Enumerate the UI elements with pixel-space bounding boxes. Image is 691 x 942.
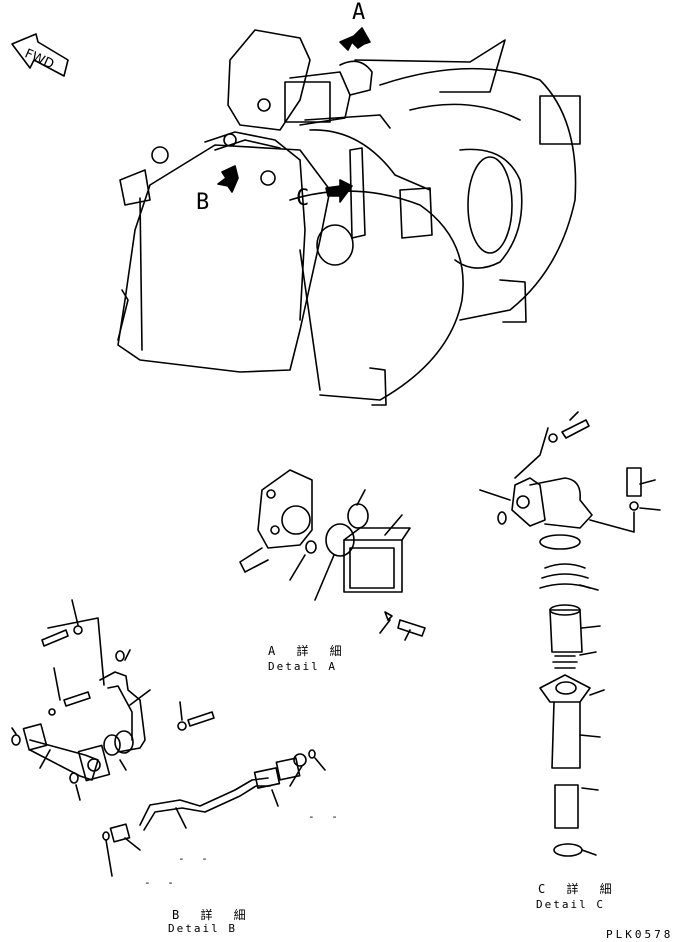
detail-a-drawing [239, 469, 426, 641]
detail-c-title-jp: C 詳 細 [538, 882, 619, 896]
view-label-b: B [196, 190, 210, 215]
view-arrow-b-icon [217, 165, 239, 193]
detail-b-title-jp: B 詳 細 [172, 908, 253, 922]
detail-a-title-jp: A 詳 細 [268, 644, 349, 658]
detail-a-title-en: Detail A [268, 660, 337, 673]
detail-c-drawing [479, 411, 661, 857]
detail-b-title-en: Detail B [168, 922, 237, 935]
gasket-a1 [347, 503, 369, 529]
view-arrow-c-icon [325, 179, 353, 203]
detail-b-drawing [11, 599, 326, 877]
blank-marker-3: - - [144, 876, 179, 889]
drawing-code: PLK0578 [606, 928, 674, 941]
o-ring-c1 [539, 534, 581, 550]
detail-c-title-en: Detail C [536, 898, 605, 911]
blank-marker-1: - - [308, 810, 343, 823]
view-label-c: C [296, 186, 310, 211]
forward-arrow-icon [11, 33, 69, 77]
view-label-a: A [352, 0, 366, 25]
view-arrow-a-icon [339, 27, 371, 51]
blank-marker-2: - - [178, 852, 213, 865]
engine-tank-assembly [117, 27, 581, 406]
